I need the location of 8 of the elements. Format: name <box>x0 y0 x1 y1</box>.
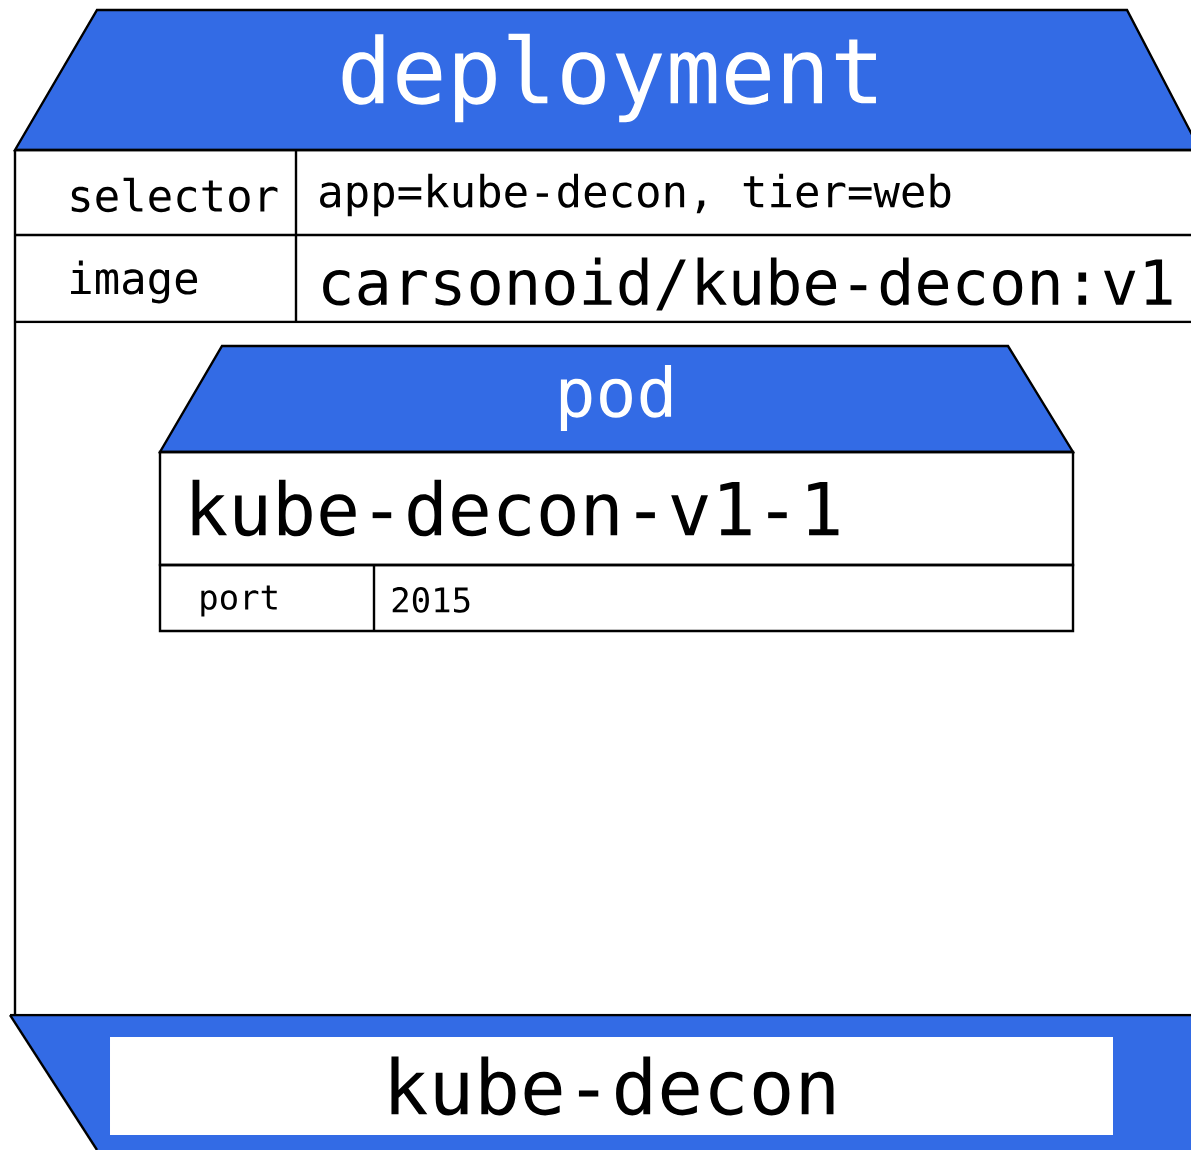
table-cell-label: image <box>71 260 198 304</box>
table-cell-value: 2015 <box>392 587 470 613</box>
table-cell-value: app=kube-decon, tier=web <box>320 173 951 217</box>
table-cell-label: port <box>201 585 277 617</box>
node-label: pod <box>560 365 672 431</box>
table-cell-label: selector <box>71 177 278 213</box>
name-band: kube-decon <box>110 1037 1113 1135</box>
node-label: kube-decon <box>391 1056 834 1116</box>
